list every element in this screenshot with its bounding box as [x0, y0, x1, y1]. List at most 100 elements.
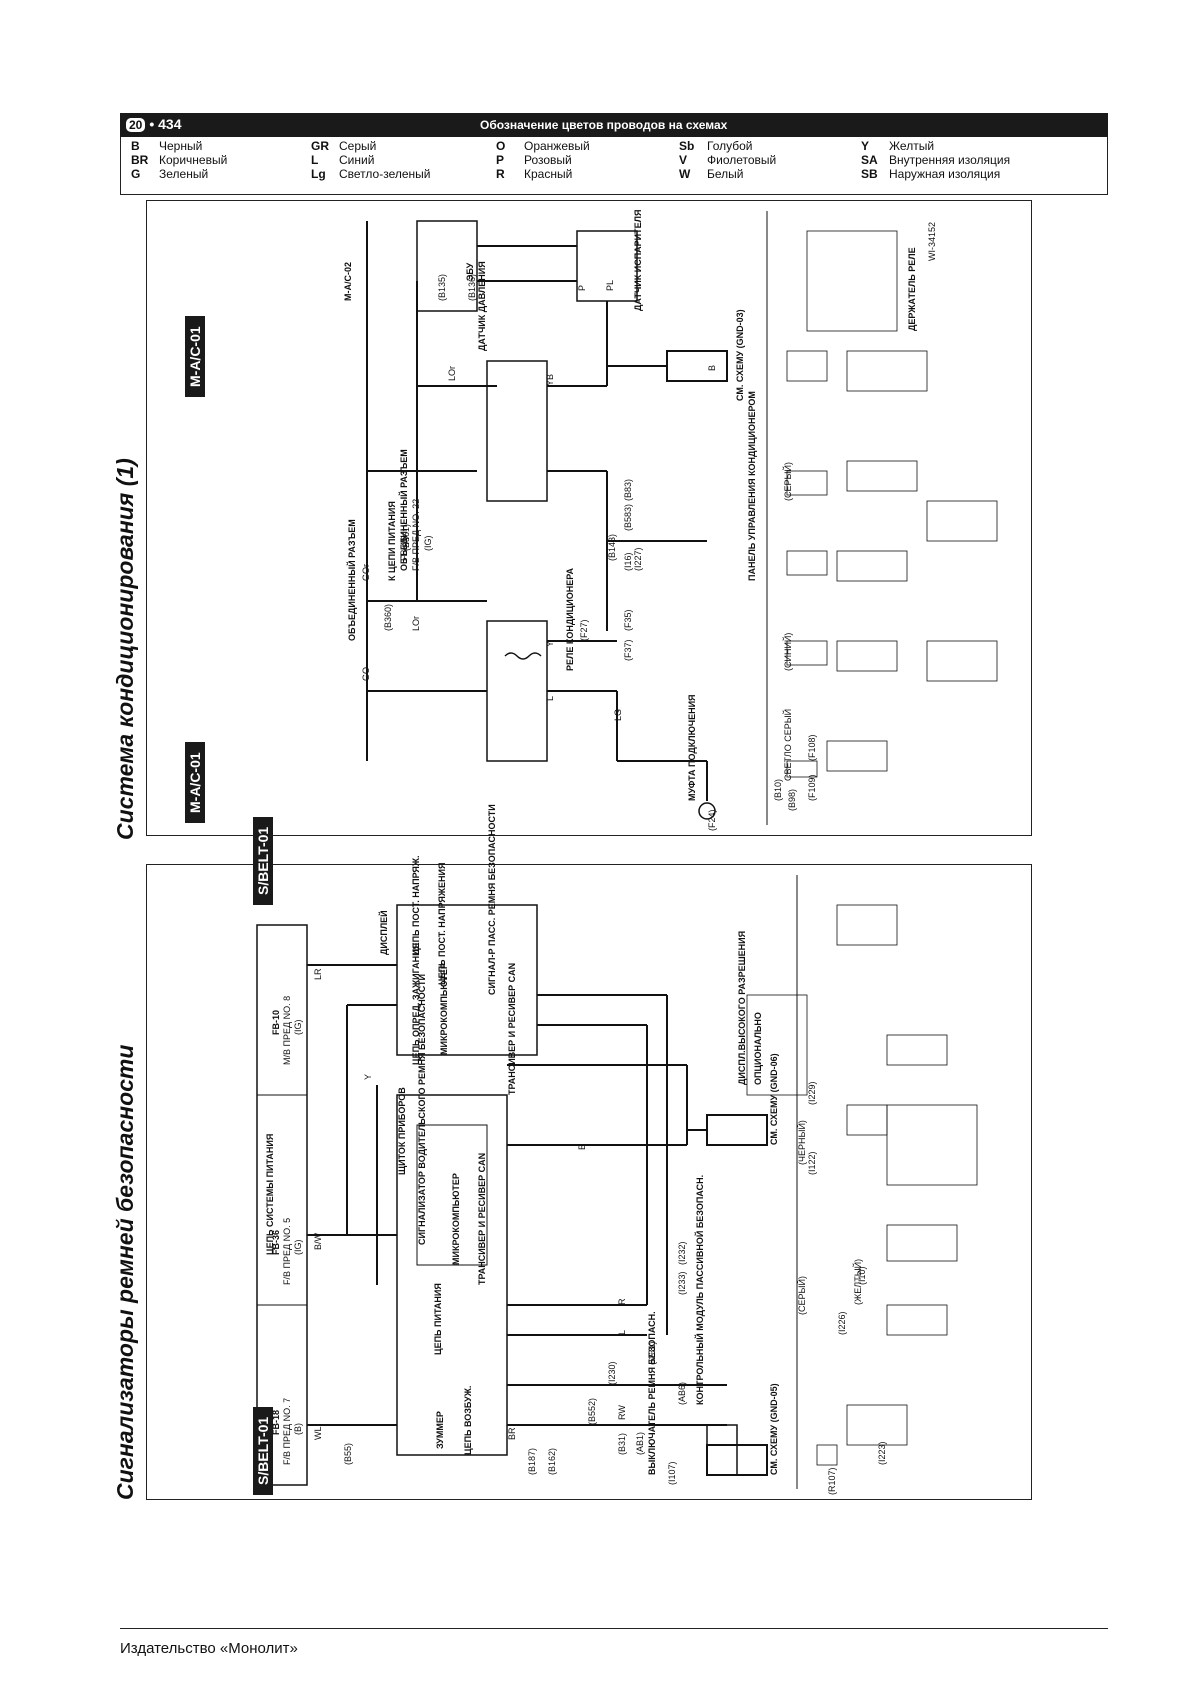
belt-connector-label: (I226) [837, 1311, 847, 1335]
meter-microcomputer: МИКРОКОМПЬЮТЕР [451, 1173, 461, 1265]
belt-connector-label: (I229) [807, 1081, 817, 1105]
ac-connector-label: (B10) [773, 778, 783, 801]
belt-connector-label: (B55) [343, 1442, 353, 1465]
buckle-switch-label: ВЫКЛЮЧАТЕЛЬ РЕМНЯ БЕЗОПАСН. [647, 1311, 657, 1475]
legend-name: Синий [339, 153, 375, 167]
passenger-indicator-label: СИГНАЛ-Р ПАСС. РЕМНЯ БЕЗОПАСНОСТИ [487, 804, 497, 995]
belt-wire-label: BR [507, 1427, 517, 1440]
page-header: 20• 434 Обозначение цветов проводов на с… [120, 113, 1108, 137]
legend-code: Sb [679, 139, 695, 153]
ac-connector-label: (B361) [401, 523, 411, 551]
legend-item: GR Серый [311, 140, 376, 153]
belt-ground-1: СМ. СХЕМУ (GND-05) [769, 1383, 779, 1475]
footer-rule [120, 1628, 1108, 1629]
belt-ref-top: S/BELT-01 [253, 816, 273, 905]
legend-name: Наружная изоляция [889, 167, 1001, 181]
ignition-circuit-label: ЦЕПЬ ОПРЕД. ЗАЖИГАНИЯ [411, 942, 421, 1065]
pressure-sensor-box [486, 360, 548, 502]
belt-fuse-header [256, 924, 308, 1486]
note-optional: ОПЦИОНАЛЬНО [753, 1012, 763, 1085]
evap-sensor-label: ДАТЧИК ИСПАРИТЕЛЯ [633, 209, 643, 311]
page-number-text: • 434 [149, 116, 182, 132]
ac-connector-label: (F37) [623, 639, 633, 661]
belt-fuse-line1: FB-10 [271, 1009, 281, 1035]
ac-connector-label: (B83) [623, 478, 633, 501]
ac-conn-blue: (СИНИЙ) [783, 632, 793, 671]
ground-symbol-belt-1 [706, 1444, 768, 1476]
legend-code: BR [131, 153, 149, 167]
ac-ground-ref: СМ. СХЕМУ (GND-03) [735, 309, 745, 401]
excite-circuit-label: ЦЕПЬ ВОЗБУЖ. [463, 1385, 473, 1455]
belt-wire-label: Y [363, 1073, 373, 1080]
belt-wire-label: B [577, 1143, 587, 1150]
belt-conn-grey: (СЕРЫЙ) [797, 1276, 807, 1315]
belt-fuse-line3: (B) [293, 1423, 303, 1435]
ac-connector-label: (B98) [787, 788, 797, 811]
ac-relay-box [486, 620, 548, 762]
belt-fuse-line1: FB-18 [271, 1409, 281, 1435]
ac-conn-light-grey: СВЕТЛО СЕРЫЙ [783, 708, 793, 781]
legend-code: G [131, 167, 141, 181]
display-label: ДИСПЛЕЙ [379, 910, 389, 955]
ac-connector-label: (F24) [707, 809, 717, 831]
belt-connector-label: (I122) [807, 1151, 817, 1175]
legend-code: Lg [311, 167, 326, 181]
ac-wire-label: PL [605, 279, 615, 291]
ground-symbol-belt-2 [706, 1114, 768, 1146]
belt-connector-label: (B552) [587, 1397, 597, 1425]
legend-name: Серый [339, 139, 377, 153]
legend-item: Sb Голубой [679, 140, 753, 153]
belt-wiring-svg [256, 875, 978, 1489]
legend-code: P [496, 153, 505, 167]
legend-code: SA [861, 153, 878, 167]
ac-connector-label: (F108) [807, 734, 817, 761]
legend-name: Зеленый [159, 167, 209, 181]
ac-connector-label: (I16) [623, 552, 633, 571]
belt-connector-label: (I230) [607, 1361, 617, 1385]
ecu-box [416, 220, 478, 312]
legend-code: SB [861, 167, 878, 181]
ac-connector-label: (F35) [623, 609, 633, 631]
belt-connector-label: (AB1) [635, 1431, 645, 1455]
legend-code: Y [861, 139, 870, 153]
ac-conn-grey: (СЕРЫЙ) [783, 462, 793, 501]
power-circuit-label: ЦЕПЬ ПИТАНИЯ [433, 1283, 443, 1355]
belt-fuse-line2: F/B ПРЕД NO. 7 [282, 1397, 292, 1465]
belt-wire-label: WL [313, 1426, 323, 1441]
belt-connector-label: (I231) [647, 1341, 657, 1365]
ac-wire-label: LOr [411, 615, 421, 631]
ac-connector-label: (F27) [579, 619, 589, 641]
legend-name: Фиолетовый [707, 153, 777, 167]
legend-code: O [496, 139, 506, 153]
legend-item: Y Желтый [861, 140, 934, 153]
page-number: 20• 434 [126, 116, 182, 132]
legend-name: Черный [159, 139, 203, 153]
belt-connector-label: (I233) [677, 1271, 687, 1295]
belt-connector-label: (AB6) [677, 1381, 687, 1405]
combination-meter-box [396, 1094, 508, 1456]
ac-connector-label: (B136) [467, 273, 477, 301]
belt-wire-label: B/W [313, 1233, 323, 1250]
belt-fuse-line2: M/B ПРЕД NO. 8 [282, 995, 292, 1065]
belt-wire-label: R [617, 1298, 627, 1306]
legend-code: GR [311, 139, 329, 153]
legend-name: Желтый [889, 139, 935, 153]
legend-code: W [679, 167, 691, 181]
ac-panel-label: ПАНЕЛЬ УПРАВЛЕНИЯ КОНДИЦИОНЕРОМ [747, 391, 757, 581]
ground-symbol-1 [666, 350, 728, 382]
legend-name: Внутренняя изоляция [889, 153, 1011, 167]
legend-name: Голубой [707, 139, 753, 153]
belt-fuse-line3: (IG) [293, 1239, 303, 1256]
section-badge: 20 [126, 118, 146, 132]
note-hm: ДИСПЛ.ВЫСОКОГО РАЗРЕШЕНИЯ [737, 930, 747, 1085]
ac-wire-label: Y [545, 640, 555, 647]
clutch-label: МУФТА ПОДКЛЮЧЕНИЯ [687, 694, 697, 801]
combined-connector-1: ОБЪЕДИНЕННЫЙ РАЗЪЕМ [347, 519, 357, 641]
legend-code: V [679, 153, 688, 167]
